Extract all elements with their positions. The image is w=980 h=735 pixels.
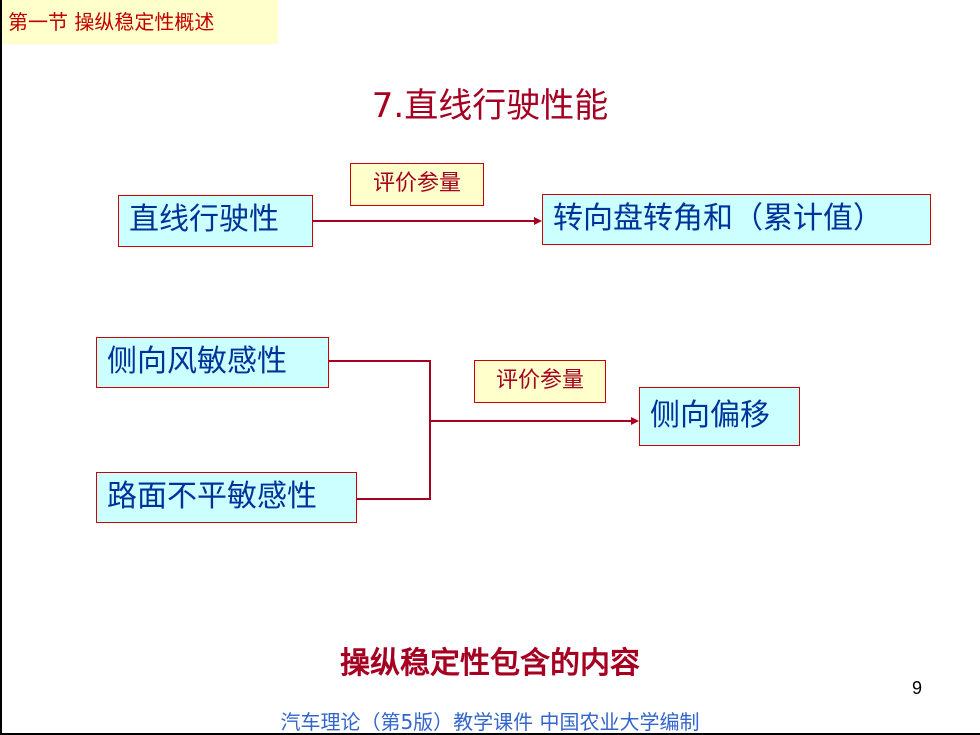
connector-line-1 [313, 220, 536, 222]
slide-title: 7.直线行驶性能 [371, 86, 609, 126]
lateral-deviation-box: 侧向偏移 [639, 387, 800, 446]
road-roughness-sensitivity-box: 路面不平敏感性 [96, 472, 357, 523]
connector-line-top [329, 360, 430, 362]
evaluation-parameter-label-2: 评价参量 [474, 360, 606, 403]
evaluation-parameter-label-1: 评价参量 [350, 163, 484, 206]
arrowhead-icon [534, 217, 542, 225]
arrowhead-icon [631, 417, 639, 425]
connector-line-bottom [357, 498, 430, 500]
page-number: 9 [911, 678, 922, 698]
slide-frame-bottom [0, 733, 980, 735]
steering-angle-box: 转向盘转角和（累计值） [542, 194, 931, 245]
slide-frame-left [0, 0, 2, 735]
caption: 操纵稳定性包含的内容 [340, 646, 640, 681]
crosswind-sensitivity-box: 侧向风敏感性 [96, 337, 329, 388]
straight-driving-box: 直线行驶性 [118, 195, 313, 247]
footer: 汽车理论（第5版）教学课件 中国农业大学编制 [280, 710, 700, 734]
connector-line-2 [430, 420, 632, 422]
connector-line-vertical [429, 360, 431, 500]
section-title: 第一节 操纵稳定性概述 [2, 0, 278, 44]
